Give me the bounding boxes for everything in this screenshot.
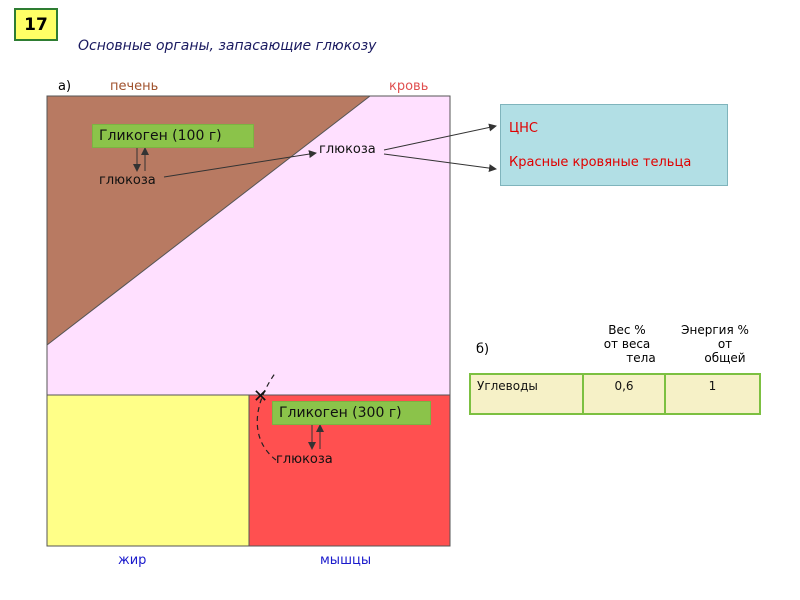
weight-header-line2: от веса [603, 337, 651, 351]
muscle-glycogen-box: Гликоген (300 г) [272, 401, 431, 425]
rbc-label: Красные кровяные тельца [509, 155, 692, 170]
part-a-label: а) [58, 79, 72, 94]
table-row-name: Углеводы [471, 375, 584, 413]
energy-header-line2: от [717, 337, 733, 351]
energy-header-line3: общей [704, 351, 746, 365]
fat-label: жир [118, 553, 147, 568]
liver-to-blood-arrow [163, 150, 317, 178]
weight-header: Вес % от веса тела [590, 323, 664, 365]
blocked-mark: ✕ [253, 386, 268, 407]
carbohydrate-table: Углеводы 0,6 1 [469, 373, 761, 415]
fat-region [46, 394, 250, 547]
liver-glycogen-box: Гликоген (100 г) [92, 124, 254, 148]
part-b-label: б) [476, 342, 490, 357]
energy-header: Энергия % от общей [672, 323, 758, 365]
blood-to-rbc-arrow [383, 153, 497, 173]
liver-region [46, 95, 372, 347]
blood-label: кровь [389, 79, 429, 94]
slide-number: 17 [14, 8, 58, 41]
blocked-path [256, 371, 277, 461]
energy-header-line1: Энергия % [681, 323, 749, 337]
weight-header-line1: Вес % [608, 323, 646, 337]
blood-to-cns-arrow [383, 123, 497, 151]
muscle-label: мышцы [320, 553, 372, 568]
cns-label: ЦНС [509, 121, 538, 136]
table-row-weight: 0,6 [584, 375, 666, 413]
table-row-energy: 1 [708, 379, 717, 393]
liver-glucose-label: глюкоза [99, 173, 156, 188]
glucose-consumers-box: ЦНС Красные кровяные тельца [500, 104, 728, 186]
liver-label: печень [110, 79, 159, 94]
weight-header-line3: тела [626, 351, 656, 365]
slide-title: Основные органы, запасающие глюкозу [78, 38, 377, 54]
blood-glucose-label: глюкоза [319, 142, 376, 157]
muscle-glucose-label: глюкоза [276, 452, 333, 467]
